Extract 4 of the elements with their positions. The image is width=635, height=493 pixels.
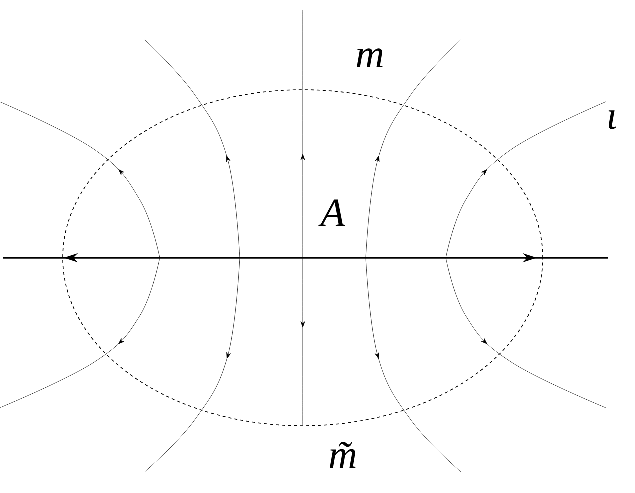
curve-label: m xyxy=(357,48,383,68)
curve-label: m̃ xyxy=(330,442,356,468)
curve-label: A xyxy=(318,200,346,226)
curve-label: ι xyxy=(608,110,616,130)
